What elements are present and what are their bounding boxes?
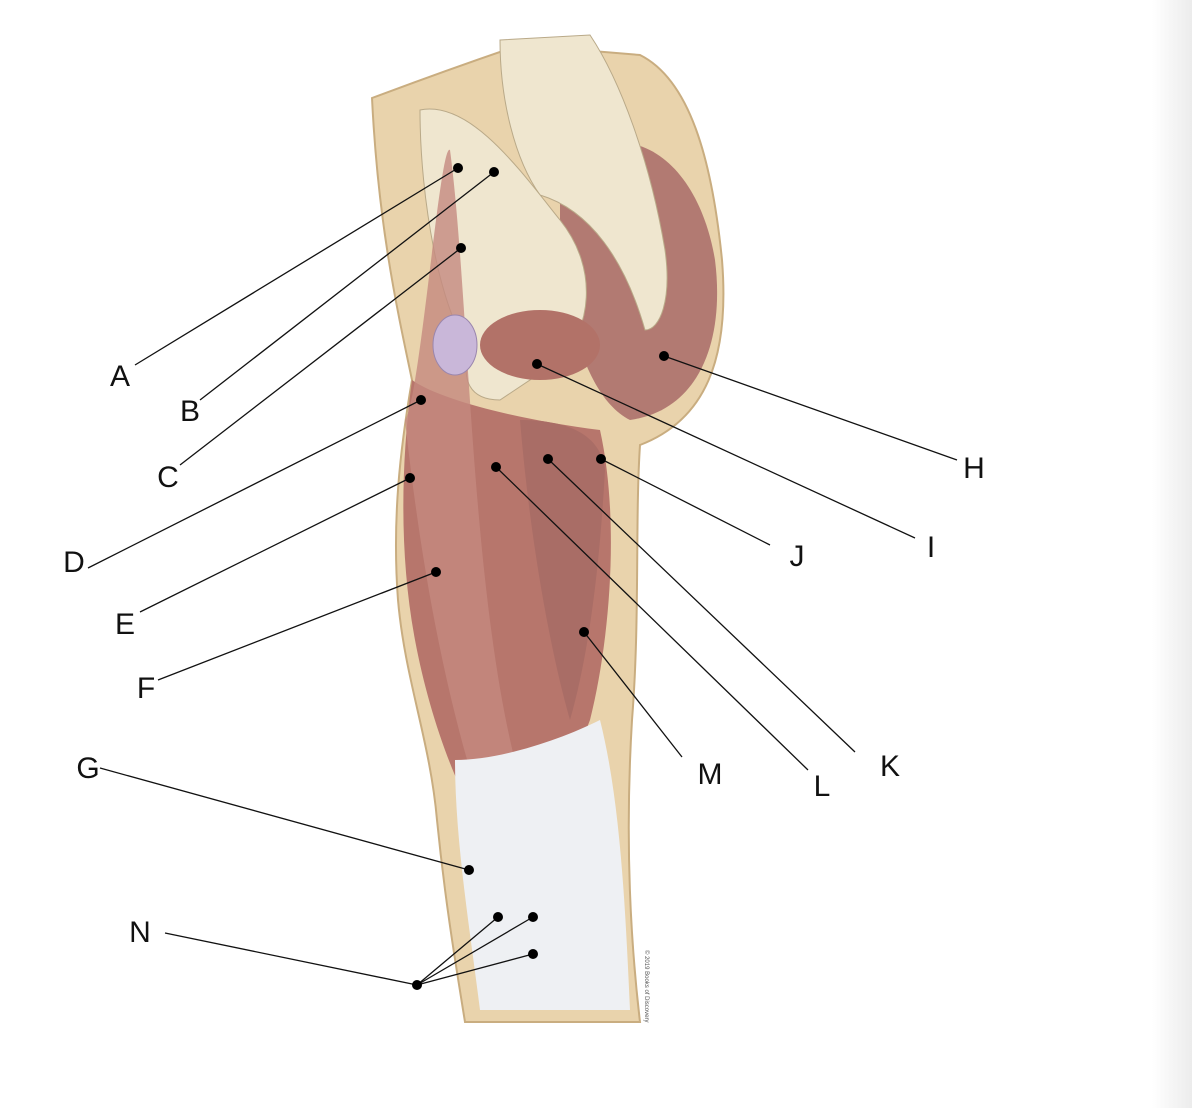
label-g: G (76, 752, 99, 785)
dot-n-2 (528, 912, 538, 922)
dot-a (453, 163, 463, 173)
dot-n-junction (412, 980, 422, 990)
dot-n-1 (493, 912, 503, 922)
copyright-text: © 2019 Books of Discovery (643, 950, 650, 1022)
iliotibial-band (405, 149, 520, 861)
label-a: A (110, 360, 130, 393)
leader-lines (87, 167, 958, 986)
marker-dots (405, 163, 669, 990)
leg-illustration: © 2019 Books of Discovery (370, 34, 725, 1023)
label-m: M (698, 758, 723, 791)
acetabulum-cartilage (432, 314, 478, 376)
label-e: E (115, 608, 135, 641)
labels: A B C D E F G H I J K L M N (63, 360, 985, 949)
label-h: H (963, 452, 985, 485)
page-edge-shadow (1152, 0, 1192, 1108)
dot-l (491, 462, 501, 472)
dot-k (543, 454, 553, 464)
dot-h (659, 351, 669, 361)
dot-c (456, 243, 466, 253)
label-n: N (129, 916, 151, 949)
knee-tendons (455, 720, 630, 1010)
label-k: K (880, 750, 900, 783)
dot-j (596, 454, 606, 464)
hamstring-muscle (520, 420, 605, 720)
sacrum-bone (499, 34, 668, 331)
dot-f (431, 567, 441, 577)
obturator-muscle (480, 310, 600, 380)
dot-i (532, 359, 542, 369)
dot-e (405, 473, 415, 483)
label-d: D (63, 546, 85, 579)
label-f: F (137, 672, 155, 705)
dot-n-3 (528, 949, 538, 959)
label-j: J (790, 540, 805, 573)
dot-m (579, 627, 589, 637)
label-i: I (927, 531, 935, 564)
dot-g (464, 865, 474, 875)
label-b: B (180, 395, 200, 428)
label-c: C (157, 461, 179, 494)
dot-d (416, 395, 426, 405)
dot-b (489, 167, 499, 177)
label-l: L (814, 770, 831, 803)
